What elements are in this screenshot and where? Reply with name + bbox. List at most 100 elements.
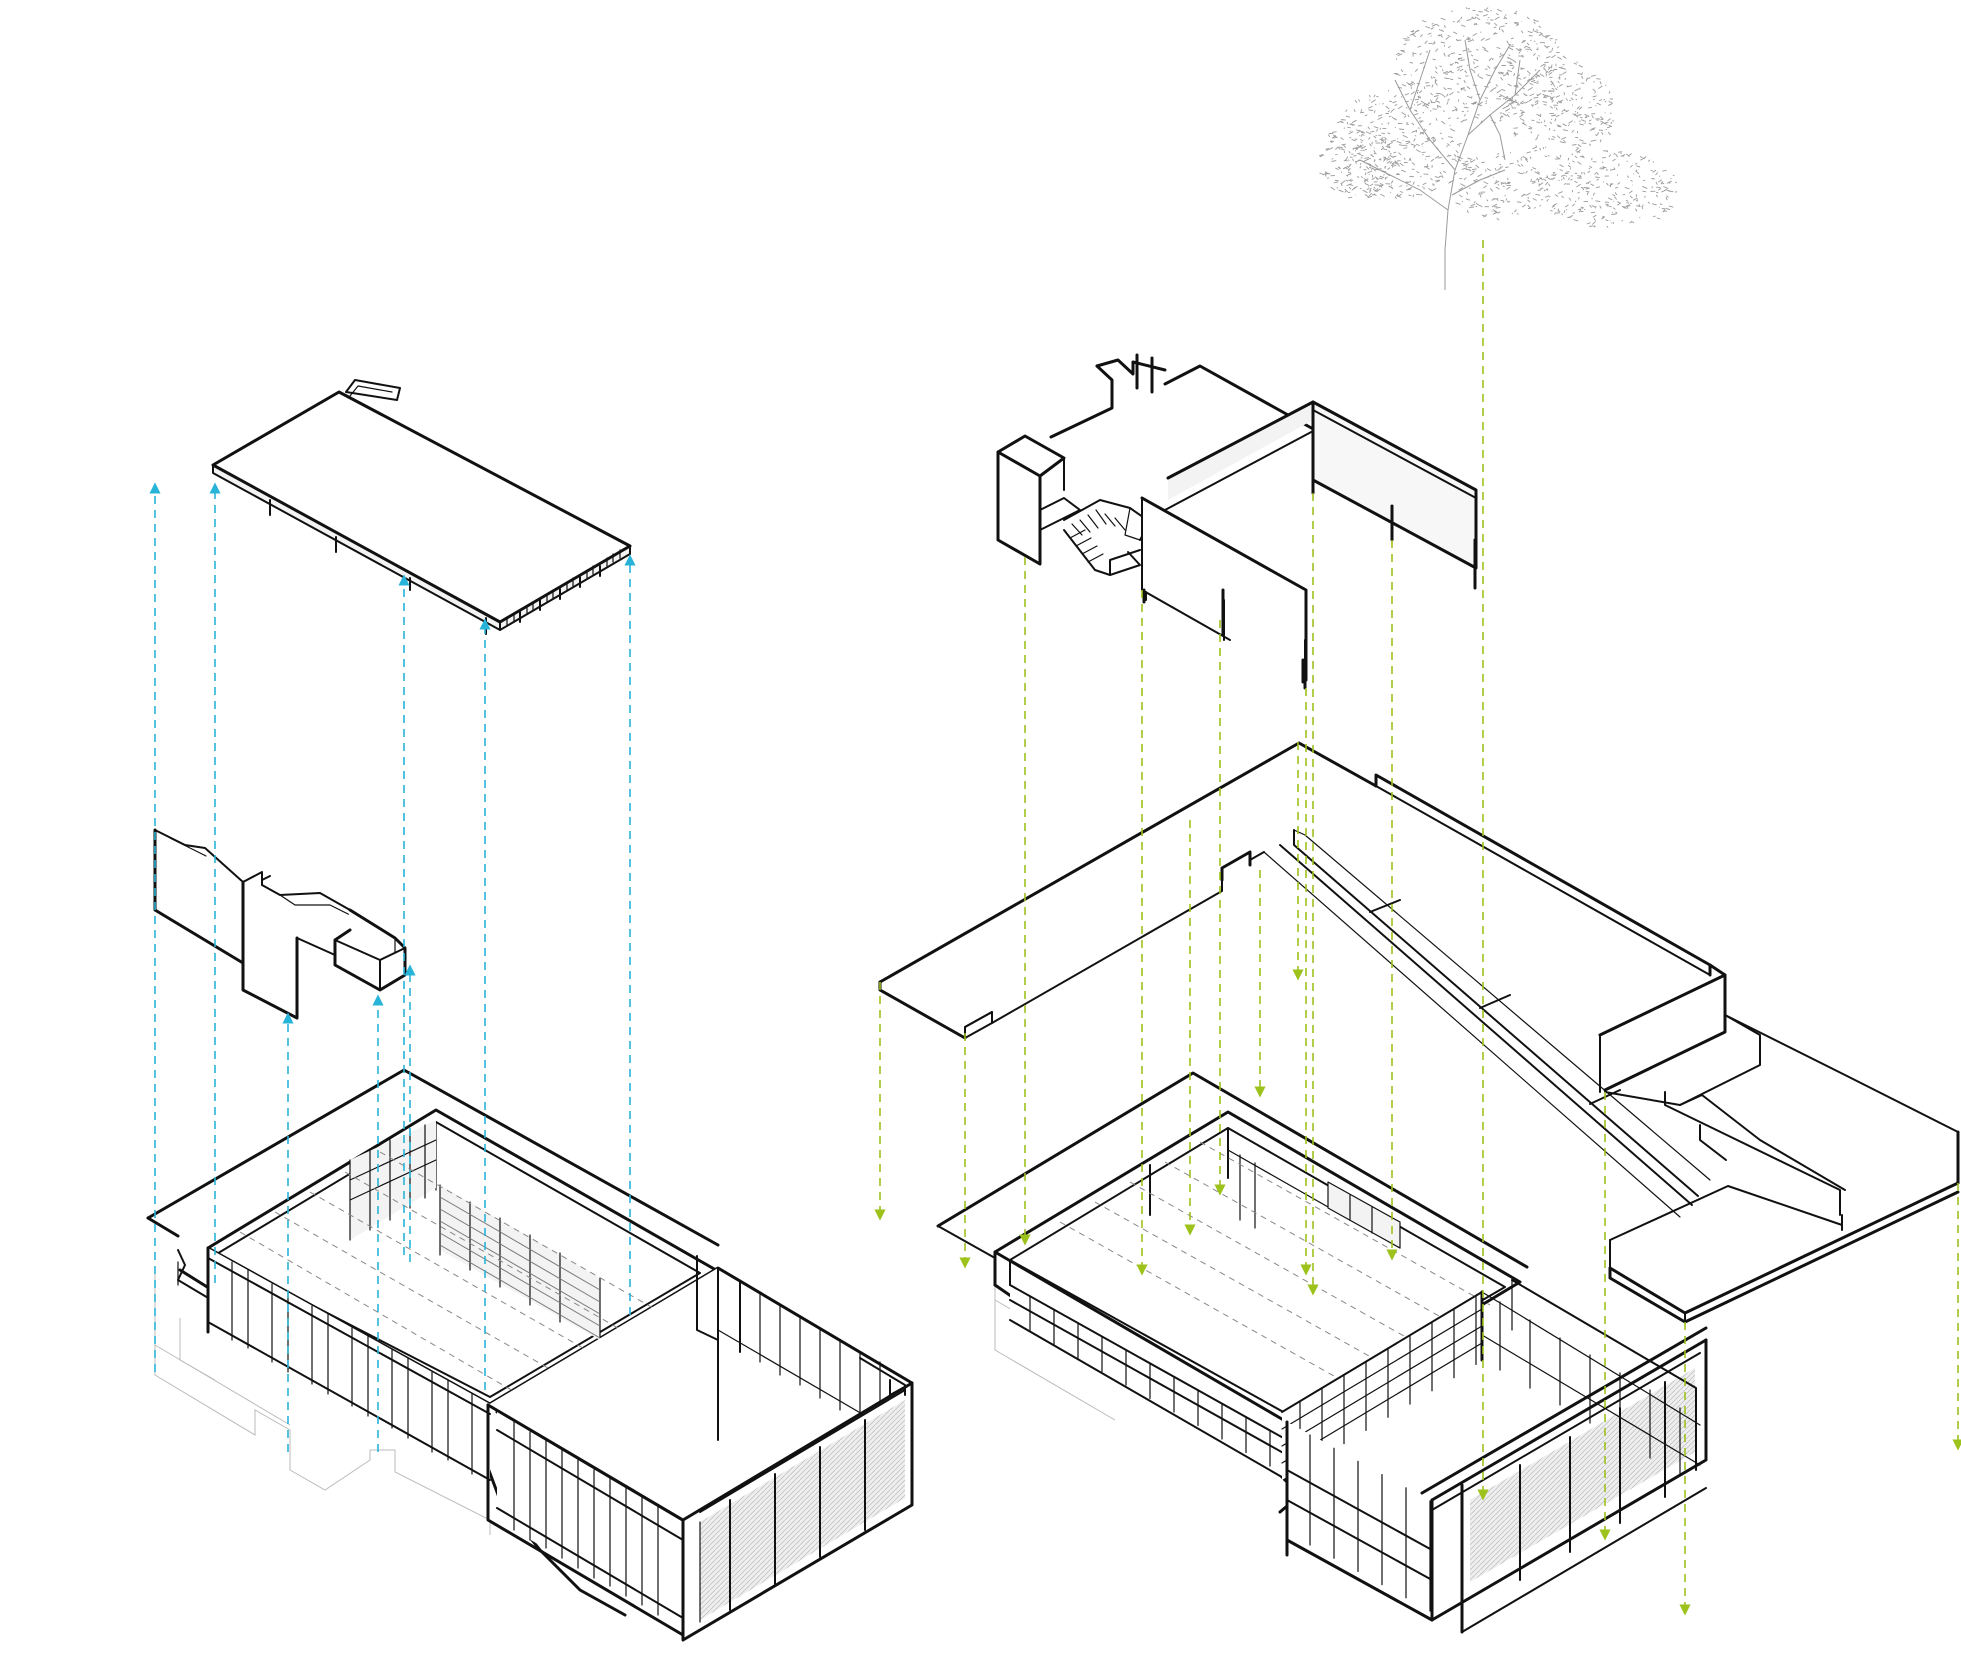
tree-leaf-mark xyxy=(1572,113,1578,117)
tree-leaf-mark xyxy=(1574,155,1578,159)
tree-leaf-mark xyxy=(1519,100,1524,104)
tree-leaf-mark xyxy=(1450,63,1454,66)
tree-leaf-mark xyxy=(1472,101,1478,105)
tree-leaf-mark xyxy=(1601,131,1604,135)
tree-leaf-mark xyxy=(1551,54,1556,59)
tree-leaf-mark xyxy=(1408,186,1413,190)
tree-leaf-mark xyxy=(1467,40,1473,43)
tree-leaf-mark xyxy=(1516,201,1522,203)
tree-leaf-mark xyxy=(1496,46,1501,50)
tree-leaf-mark xyxy=(1505,166,1509,168)
tree-leaf-mark xyxy=(1608,103,1612,106)
tree-leaf-mark xyxy=(1475,164,1480,169)
tree-leaf-mark xyxy=(1328,147,1334,151)
tree-leaf-mark xyxy=(1386,158,1392,161)
tree-leaf-mark xyxy=(1463,177,1467,181)
tree-leaf-mark xyxy=(1414,135,1417,137)
tree-leaf-mark xyxy=(1373,159,1376,161)
tree-leaf-mark xyxy=(1509,162,1514,165)
tree-leaf-mark xyxy=(1371,177,1375,181)
tree-leaf-mark xyxy=(1319,154,1325,158)
tree-leaf-mark xyxy=(1526,70,1531,75)
tree-leaf-mark xyxy=(1470,68,1475,72)
tree-leaf-mark xyxy=(1517,164,1521,167)
tree-leaf-mark xyxy=(1674,191,1678,193)
tree-leaf-mark xyxy=(1567,177,1570,181)
tree-leaf-mark xyxy=(1422,182,1427,186)
tree-leaf-mark xyxy=(1513,112,1517,115)
tree-leaf-mark xyxy=(1456,19,1461,23)
tree-leaf-mark xyxy=(1414,98,1419,101)
tree-leaf-mark xyxy=(1409,107,1413,110)
tree-leaf-mark xyxy=(1489,188,1494,192)
window-transom xyxy=(1281,1325,1483,1447)
tree-leaf-mark xyxy=(1418,90,1423,94)
tree-leaf-mark xyxy=(1484,97,1489,99)
tree-leaf-mark xyxy=(1448,53,1451,56)
tree-leaf-mark xyxy=(1487,81,1491,85)
tree-leaf-mark xyxy=(1513,73,1516,77)
tree-leaf-mark xyxy=(1412,30,1415,32)
tree-leaf-mark xyxy=(1617,182,1621,185)
tree-leaf-mark xyxy=(1521,193,1526,197)
tree-leaf-mark xyxy=(1474,16,1477,19)
tree-leaf-mark xyxy=(1536,113,1542,118)
tree-leaf-mark xyxy=(1476,103,1483,107)
tree-leaf-mark xyxy=(1425,102,1431,106)
tree-leaf-mark xyxy=(1434,179,1440,182)
tree-leaf-mark xyxy=(1466,210,1469,214)
tree-leaf-mark xyxy=(1403,115,1407,118)
tree-leaf-mark xyxy=(1539,113,1542,117)
tree-leaf-mark xyxy=(1497,183,1500,186)
tree-leaf-mark xyxy=(1592,192,1596,196)
tree-leaf-mark xyxy=(1406,181,1412,184)
tree-leaf-mark xyxy=(1396,194,1402,198)
tree-leaf-mark xyxy=(1439,175,1444,177)
tree-leaf-mark xyxy=(1491,57,1494,61)
tree-leaf-mark xyxy=(1388,150,1391,153)
tree-leaf-mark xyxy=(1444,73,1448,75)
tree-leaf-mark xyxy=(1366,188,1370,191)
tree-leaf-mark xyxy=(1383,174,1385,176)
tree-leaf-mark xyxy=(1520,30,1524,34)
tree-leaf-mark xyxy=(1629,202,1632,205)
tree-leaf-mark xyxy=(1417,95,1422,99)
tree-leaf-mark xyxy=(1387,122,1390,125)
tree-leaf-mark xyxy=(1415,143,1420,147)
tree-leaf-mark xyxy=(1432,23,1437,27)
tree-leaf-mark xyxy=(1387,89,1390,92)
tree-leaf-mark xyxy=(1354,160,1357,164)
tree-leaf-mark xyxy=(1604,121,1609,124)
tree-leaf-mark xyxy=(1660,181,1664,185)
tree-leaf-mark xyxy=(1670,178,1672,180)
tree-leaf-mark xyxy=(1495,13,1499,16)
tree-leaf-mark xyxy=(1615,212,1618,215)
tree-leaf-mark xyxy=(1435,97,1439,101)
tree-leaf-mark xyxy=(1424,40,1428,45)
tree-leaf-mark xyxy=(1370,121,1374,124)
tree-leaf-mark xyxy=(1343,127,1345,129)
tree-leaf-mark xyxy=(1388,100,1393,103)
tree-leaf-mark xyxy=(1545,35,1550,39)
tree-leaf-mark xyxy=(1522,39,1525,42)
tree-leaf-mark xyxy=(1589,128,1595,131)
tree-leaf-mark xyxy=(1502,182,1507,185)
tree-leaf-mark xyxy=(1497,167,1502,171)
tree-leaf-mark xyxy=(1461,87,1465,90)
tree-leaf-mark xyxy=(1600,120,1605,124)
tree-leaf-mark xyxy=(1447,55,1450,57)
tree-leaf-mark xyxy=(1394,104,1398,106)
tree-leaf-mark xyxy=(1636,165,1641,168)
tree-leaf-mark xyxy=(1348,179,1352,182)
tree-leaf-mark xyxy=(1598,85,1603,89)
tree-leaf-mark xyxy=(1456,117,1459,120)
tree-leaf-mark xyxy=(1344,188,1349,193)
tree-leaf-mark xyxy=(1535,136,1539,141)
tree-leaf-mark xyxy=(1514,132,1517,136)
tree-leaf-mark xyxy=(1379,168,1382,170)
tree-leaf-mark xyxy=(1344,190,1347,193)
tree-leaf-mark xyxy=(1536,93,1542,97)
tree-leaf-mark xyxy=(1507,182,1510,185)
right-center-glazing xyxy=(1281,1290,1484,1480)
